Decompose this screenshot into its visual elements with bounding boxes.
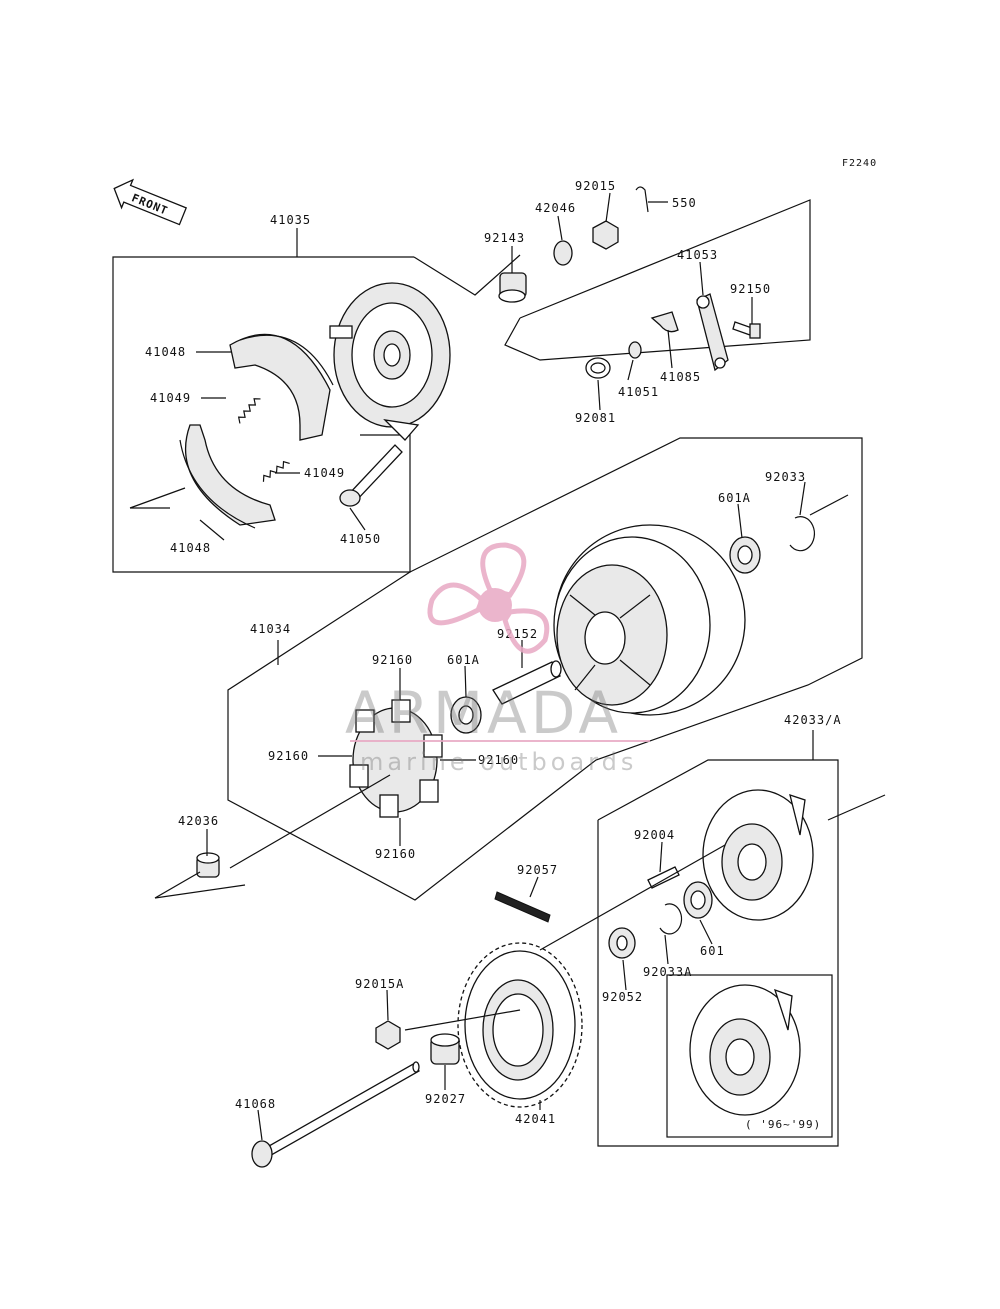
front-arrow-icon: FRONT — [113, 178, 188, 226]
part-label: 41035 — [270, 213, 311, 227]
part-label: 92081 — [575, 411, 616, 425]
part-label: 92004 — [634, 828, 675, 842]
part-label: 601A — [718, 491, 751, 505]
bearing-601a-left — [450, 696, 482, 734]
chain-92057 — [494, 891, 551, 923]
part-label: 92027 — [425, 1092, 466, 1106]
bearing-601a-right — [729, 536, 761, 574]
collar-42036 — [196, 852, 220, 878]
part-label: 42046 — [535, 201, 576, 215]
sprocket-coupling — [702, 789, 814, 921]
part-label: 550 — [672, 196, 697, 210]
brake-cam — [339, 444, 403, 507]
part-label: 42041 — [515, 1112, 556, 1126]
watermark-tagline: marine outboards — [360, 748, 637, 776]
sprocket-42041 — [457, 942, 583, 1108]
wheel-hub — [553, 524, 746, 716]
shoe-spring-lower — [262, 460, 290, 482]
shoe-spring-upper — [237, 398, 261, 424]
sprocket-coupling-alt — [689, 984, 801, 1116]
cotter-pin-550 — [635, 186, 649, 213]
part-label: 41034 — [250, 622, 291, 636]
bearing-601 — [683, 881, 713, 919]
part-label: 92150 — [730, 282, 771, 296]
watermark-brand: ARMADA — [345, 679, 622, 747]
seal-92052 — [608, 927, 636, 959]
watermark: ARMADA marine outboards — [345, 542, 650, 776]
part-label: 92015A — [355, 977, 404, 991]
part-label: 92033A — [643, 965, 692, 979]
part-label: 42036 — [178, 814, 219, 828]
part-label: 41050 — [340, 532, 381, 546]
part-label: 92052 — [602, 990, 643, 1004]
hub-group-outline — [227, 437, 863, 901]
part-label: 92160 — [268, 749, 309, 763]
brake-shoe-lower — [179, 424, 276, 529]
part-label: 601A — [447, 653, 480, 667]
cam-lever-41053 — [696, 293, 729, 372]
part-labels: 41035 92015 550 42046 92143 41053 92150 … — [145, 179, 842, 1126]
bolt-92150 — [732, 321, 761, 339]
nut-92015 — [592, 220, 619, 250]
part-label: 92015 — [575, 179, 616, 193]
part-label: 41085 — [660, 370, 701, 384]
spacer-92152 — [492, 660, 562, 705]
part-label: 41051 — [618, 385, 659, 399]
part-label: 92160 — [372, 653, 413, 667]
part-label: 601 — [700, 944, 725, 958]
figure-code: F2240 — [842, 158, 877, 169]
part-label: 92057 — [517, 863, 558, 877]
indicator-41085 — [650, 311, 679, 333]
part-label: 41049 — [150, 391, 191, 405]
collar-92027 — [430, 1033, 460, 1065]
part-label: 41049 — [304, 466, 345, 480]
propeller-logo-icon — [427, 542, 550, 654]
brake-shoe-upper — [229, 333, 334, 441]
year-note: ( '96~'99) — [745, 1118, 821, 1131]
circlip-92033a — [659, 903, 683, 935]
circlip-92033 — [789, 516, 816, 552]
stud-92004 — [647, 866, 680, 889]
axle-41068 — [251, 1061, 420, 1168]
coupling-group-outline — [597, 730, 886, 1147]
nut-92015a — [375, 1020, 401, 1050]
part-label: 41048 — [170, 541, 211, 555]
washer-42046 — [553, 240, 573, 266]
part-label: 92160 — [375, 847, 416, 861]
spring-92081 — [585, 357, 611, 379]
part-label: 41048 — [145, 345, 186, 359]
part-label: 42033/A — [784, 713, 842, 727]
part-label: 41068 — [235, 1097, 276, 1111]
part-label: 41053 — [677, 248, 718, 262]
leader-lines — [196, 192, 806, 1141]
part-label: 92033 — [765, 470, 806, 484]
part-label: 92160 — [478, 753, 519, 767]
part-label: 92143 — [484, 231, 525, 245]
brake-panel — [329, 282, 451, 441]
seal-41051 — [628, 341, 642, 359]
part-label: 92152 — [497, 627, 538, 641]
collar-92143 — [498, 272, 527, 303]
